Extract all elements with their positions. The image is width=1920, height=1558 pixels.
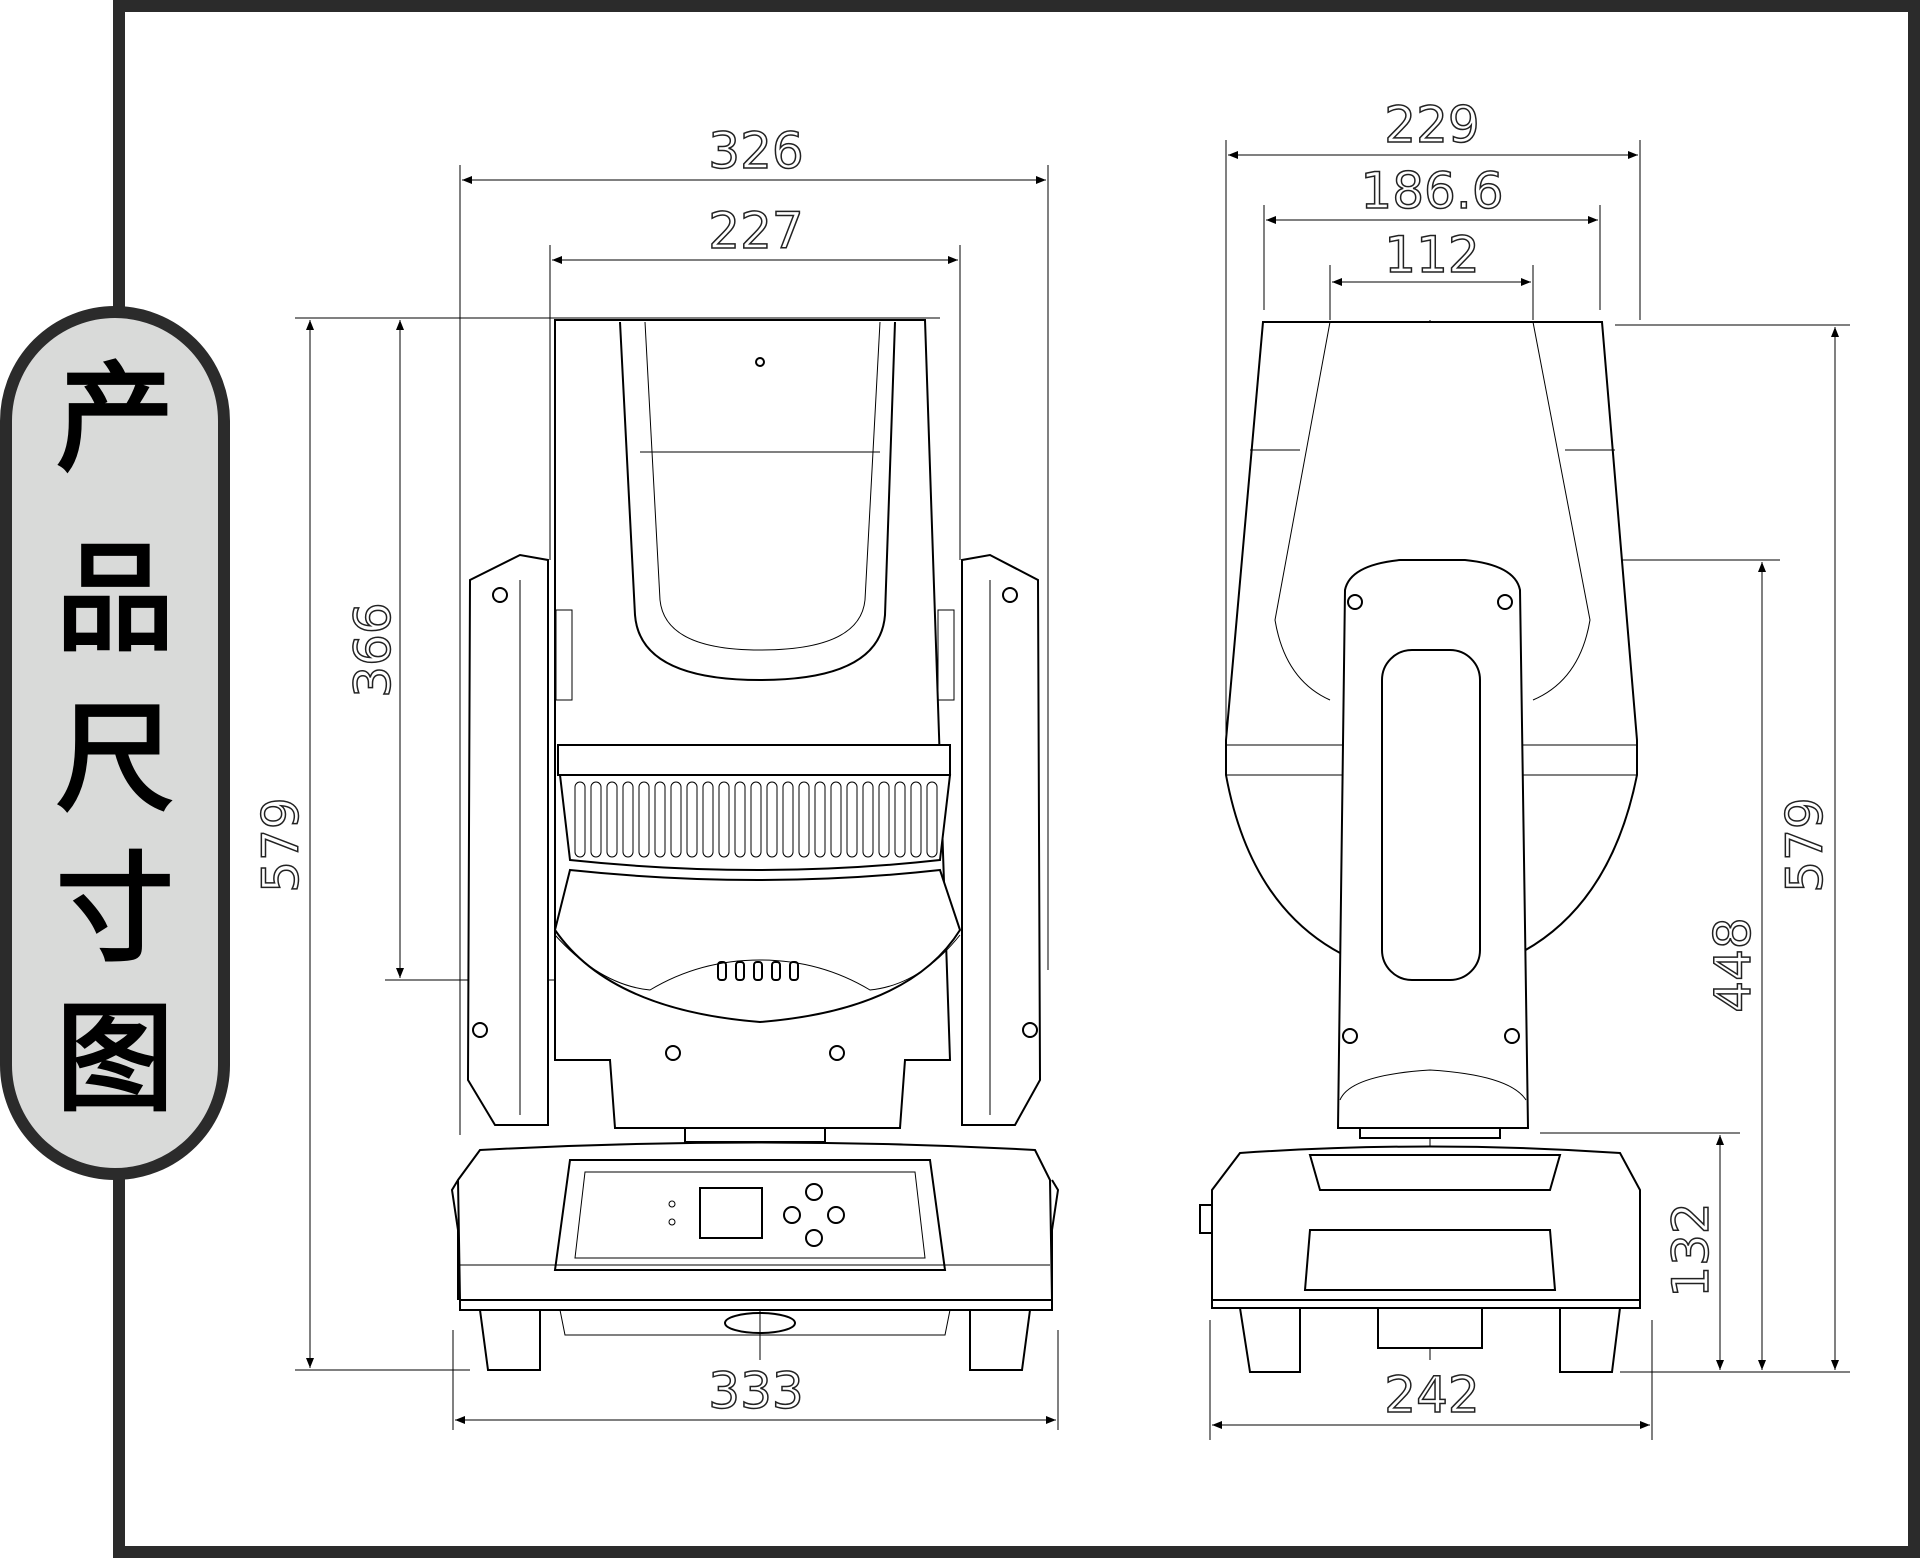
title-tab	[0, 306, 230, 1180]
title-char-2: 品	[56, 530, 174, 668]
title-char-3: 尺	[56, 690, 174, 828]
heatsink-fin	[686, 781, 698, 858]
heatsink-fin	[846, 781, 858, 858]
heatsink-fin	[894, 781, 906, 858]
front-height-total-label: 579	[252, 797, 310, 892]
heatsink-fin	[574, 781, 586, 858]
heatsink-fin	[638, 781, 650, 858]
heatsink-fin	[654, 781, 666, 858]
heatsink-fin	[830, 781, 842, 858]
side-width-base-label: 242	[1384, 1366, 1479, 1424]
title-char-1: 产	[56, 350, 174, 488]
heatsink-fin	[814, 781, 826, 858]
heatsink-fin	[622, 781, 634, 858]
side-width-top-label: 229	[1384, 96, 1479, 154]
heatsink-fin	[910, 781, 922, 858]
side-width-mid-label: 186.6	[1360, 162, 1503, 220]
front-width-head-label: 227	[708, 202, 803, 260]
front-view	[295, 165, 1060, 1430]
dimension-labels: 326 227 366 579 333 229 186.6 112 579 44…	[251, 95, 1835, 1425]
side-height-base-label: 132	[1662, 1202, 1720, 1297]
heatsink-fin	[734, 781, 746, 858]
heatsink-fin	[750, 781, 762, 858]
heatsink-fin	[606, 781, 618, 858]
side-width-inner-label: 112	[1384, 226, 1479, 284]
side-view	[1199, 140, 1850, 1440]
heatsink-fin	[670, 781, 682, 858]
front-width-base-label: 333	[708, 1362, 803, 1420]
side-height-total-label: 579	[1776, 797, 1834, 892]
heatsink-fin	[766, 781, 778, 858]
heatsink-fin	[798, 781, 810, 858]
heatsink-fin	[878, 781, 890, 858]
front-height-head-label: 366	[344, 602, 402, 697]
front-width-top-label: 326	[708, 122, 803, 180]
title-char-4: 寸	[56, 840, 174, 978]
side-height-arm-label: 448	[1704, 917, 1762, 1012]
heatsink-fin	[862, 781, 874, 858]
heatsink-fin	[702, 781, 714, 858]
heatsink-fin	[926, 781, 938, 858]
heatsink-fin	[718, 781, 730, 858]
heatsink-fin	[590, 781, 602, 858]
title-char-5: 图	[56, 990, 174, 1128]
heatsink-fin	[782, 781, 794, 858]
vertical-title: 产 品 尺 寸 图	[56, 350, 174, 1128]
